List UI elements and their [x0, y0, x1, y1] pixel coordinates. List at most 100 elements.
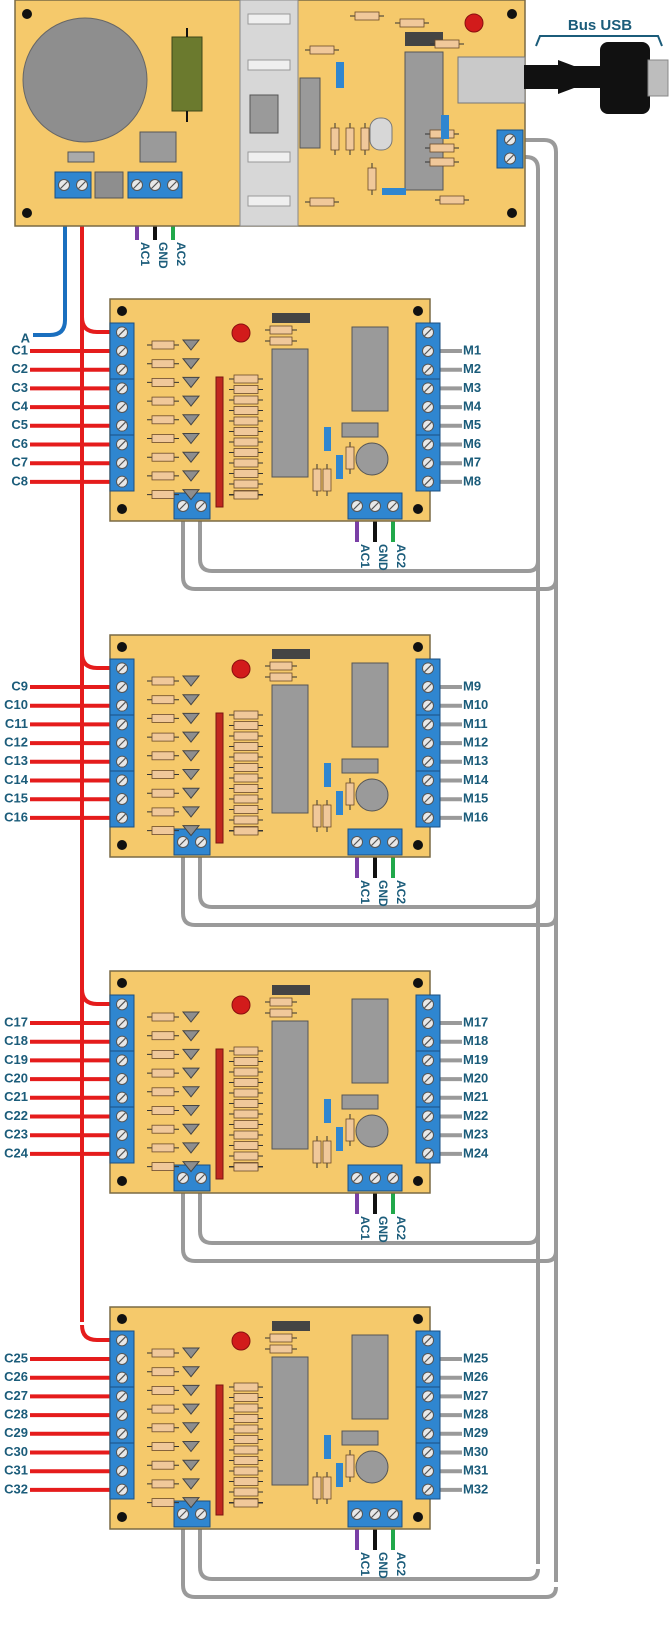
- ac-label: AC2: [394, 1216, 408, 1240]
- transistor: [181, 1161, 201, 1173]
- small-capacitor: [324, 427, 331, 451]
- resistor-group: [67, 11, 469, 207]
- resistor: [147, 770, 179, 779]
- input-label: C27: [4, 1388, 28, 1403]
- transistor: [181, 1123, 201, 1136]
- regulator: [341, 1430, 379, 1446]
- screw-slot: [118, 720, 126, 729]
- regulator: [341, 758, 379, 774]
- heatsink-fin: [247, 59, 291, 71]
- usb-cable: [524, 65, 564, 89]
- screw-slot: [118, 384, 126, 393]
- bridge-rectifier: [139, 131, 177, 163]
- resistor: [229, 721, 263, 730]
- resistor: [147, 1498, 179, 1507]
- resistor-body: [151, 471, 175, 481]
- resistor-body: [151, 676, 175, 686]
- resistor: [345, 123, 355, 155]
- input-label: C8: [11, 473, 28, 488]
- resistor-body: [151, 1124, 175, 1134]
- bus-usb-label: Bus USB: [568, 17, 632, 34]
- resistor-body: [269, 1344, 293, 1354]
- resistor: [367, 163, 377, 195]
- screw-slot: [118, 328, 126, 337]
- screw-slot: [424, 1093, 432, 1102]
- driver-chip: [271, 1020, 309, 1150]
- screw-slot: [60, 181, 68, 189]
- resistor: [350, 11, 384, 21]
- screw-slot: [353, 1510, 361, 1518]
- buzzer: [355, 1450, 389, 1484]
- resistor-body: [354, 11, 380, 21]
- screw-slot: [389, 502, 397, 510]
- transistor: [181, 414, 201, 426]
- resistor: [312, 1136, 322, 1168]
- resistor-body: [151, 1162, 175, 1171]
- screw-slot: [424, 328, 432, 337]
- screw-slot: [424, 701, 432, 710]
- screw-terminal: [109, 994, 135, 1052]
- input-label: C17: [4, 1014, 28, 1029]
- relay-modules: [109, 298, 441, 1530]
- resistor: [147, 1423, 179, 1433]
- resistor-body: [233, 1057, 259, 1066]
- resistor-body: [233, 1130, 259, 1140]
- red-feed-wire: [80, 652, 112, 670]
- resistor: [345, 442, 355, 474]
- screw-slot: [424, 440, 432, 449]
- red-feed-wire: [80, 988, 112, 1006]
- mount-hole: [22, 208, 32, 218]
- resistor: [229, 1057, 263, 1066]
- transistor: [181, 1105, 201, 1117]
- usb-bus-wire: [181, 1505, 558, 1599]
- small-capacitor: [324, 1099, 331, 1123]
- resistor: [265, 672, 297, 682]
- screw-slot: [353, 502, 361, 510]
- input-label: C32: [4, 1481, 28, 1496]
- screw-slot: [424, 757, 432, 766]
- resistor-body: [233, 1046, 259, 1056]
- screw-terminal: [347, 828, 403, 856]
- screw-slot: [424, 1112, 432, 1121]
- input-label: C6: [11, 436, 28, 451]
- resistor: [425, 143, 459, 153]
- mount-hole: [413, 306, 423, 316]
- resistor: [312, 1472, 322, 1504]
- transistor: [181, 1086, 201, 1098]
- input-label: C1: [11, 342, 28, 357]
- mount-hole: [507, 208, 517, 218]
- screw-slot: [506, 154, 514, 163]
- screw-slot: [424, 739, 432, 747]
- resistor: [229, 815, 263, 825]
- screw-terminal: [347, 1164, 403, 1192]
- output-label: M20: [463, 1071, 488, 1086]
- resistor-body: [345, 446, 355, 470]
- ac-label: GND: [376, 544, 390, 571]
- resistor-body: [269, 336, 293, 346]
- screw-slot: [118, 1336, 126, 1345]
- driver-chip: [271, 684, 309, 814]
- mount-hole: [117, 1176, 127, 1186]
- resistor-body: [151, 732, 175, 742]
- mount-hole: [413, 504, 423, 514]
- relay-module-board: [109, 634, 441, 858]
- resistor-body: [233, 742, 259, 751]
- input-label: C20: [4, 1071, 28, 1086]
- screw-slot: [118, 1131, 126, 1139]
- resistor: [147, 1386, 179, 1395]
- usb-bus-wire: [198, 1505, 540, 1581]
- heatsink-fin: [247, 195, 291, 207]
- resistor-body: [233, 805, 259, 814]
- resistor: [229, 427, 263, 436]
- output-label: M25: [463, 1350, 488, 1365]
- resistor: [147, 676, 179, 686]
- input-label: C25: [4, 1350, 28, 1365]
- screw-slot: [424, 1429, 432, 1438]
- resistor: [229, 1162, 263, 1172]
- mount-hole: [117, 1512, 127, 1522]
- mount-hole: [117, 840, 127, 850]
- screw-terminal: [496, 129, 524, 169]
- screw-slot: [118, 459, 126, 467]
- resistor: [147, 396, 179, 406]
